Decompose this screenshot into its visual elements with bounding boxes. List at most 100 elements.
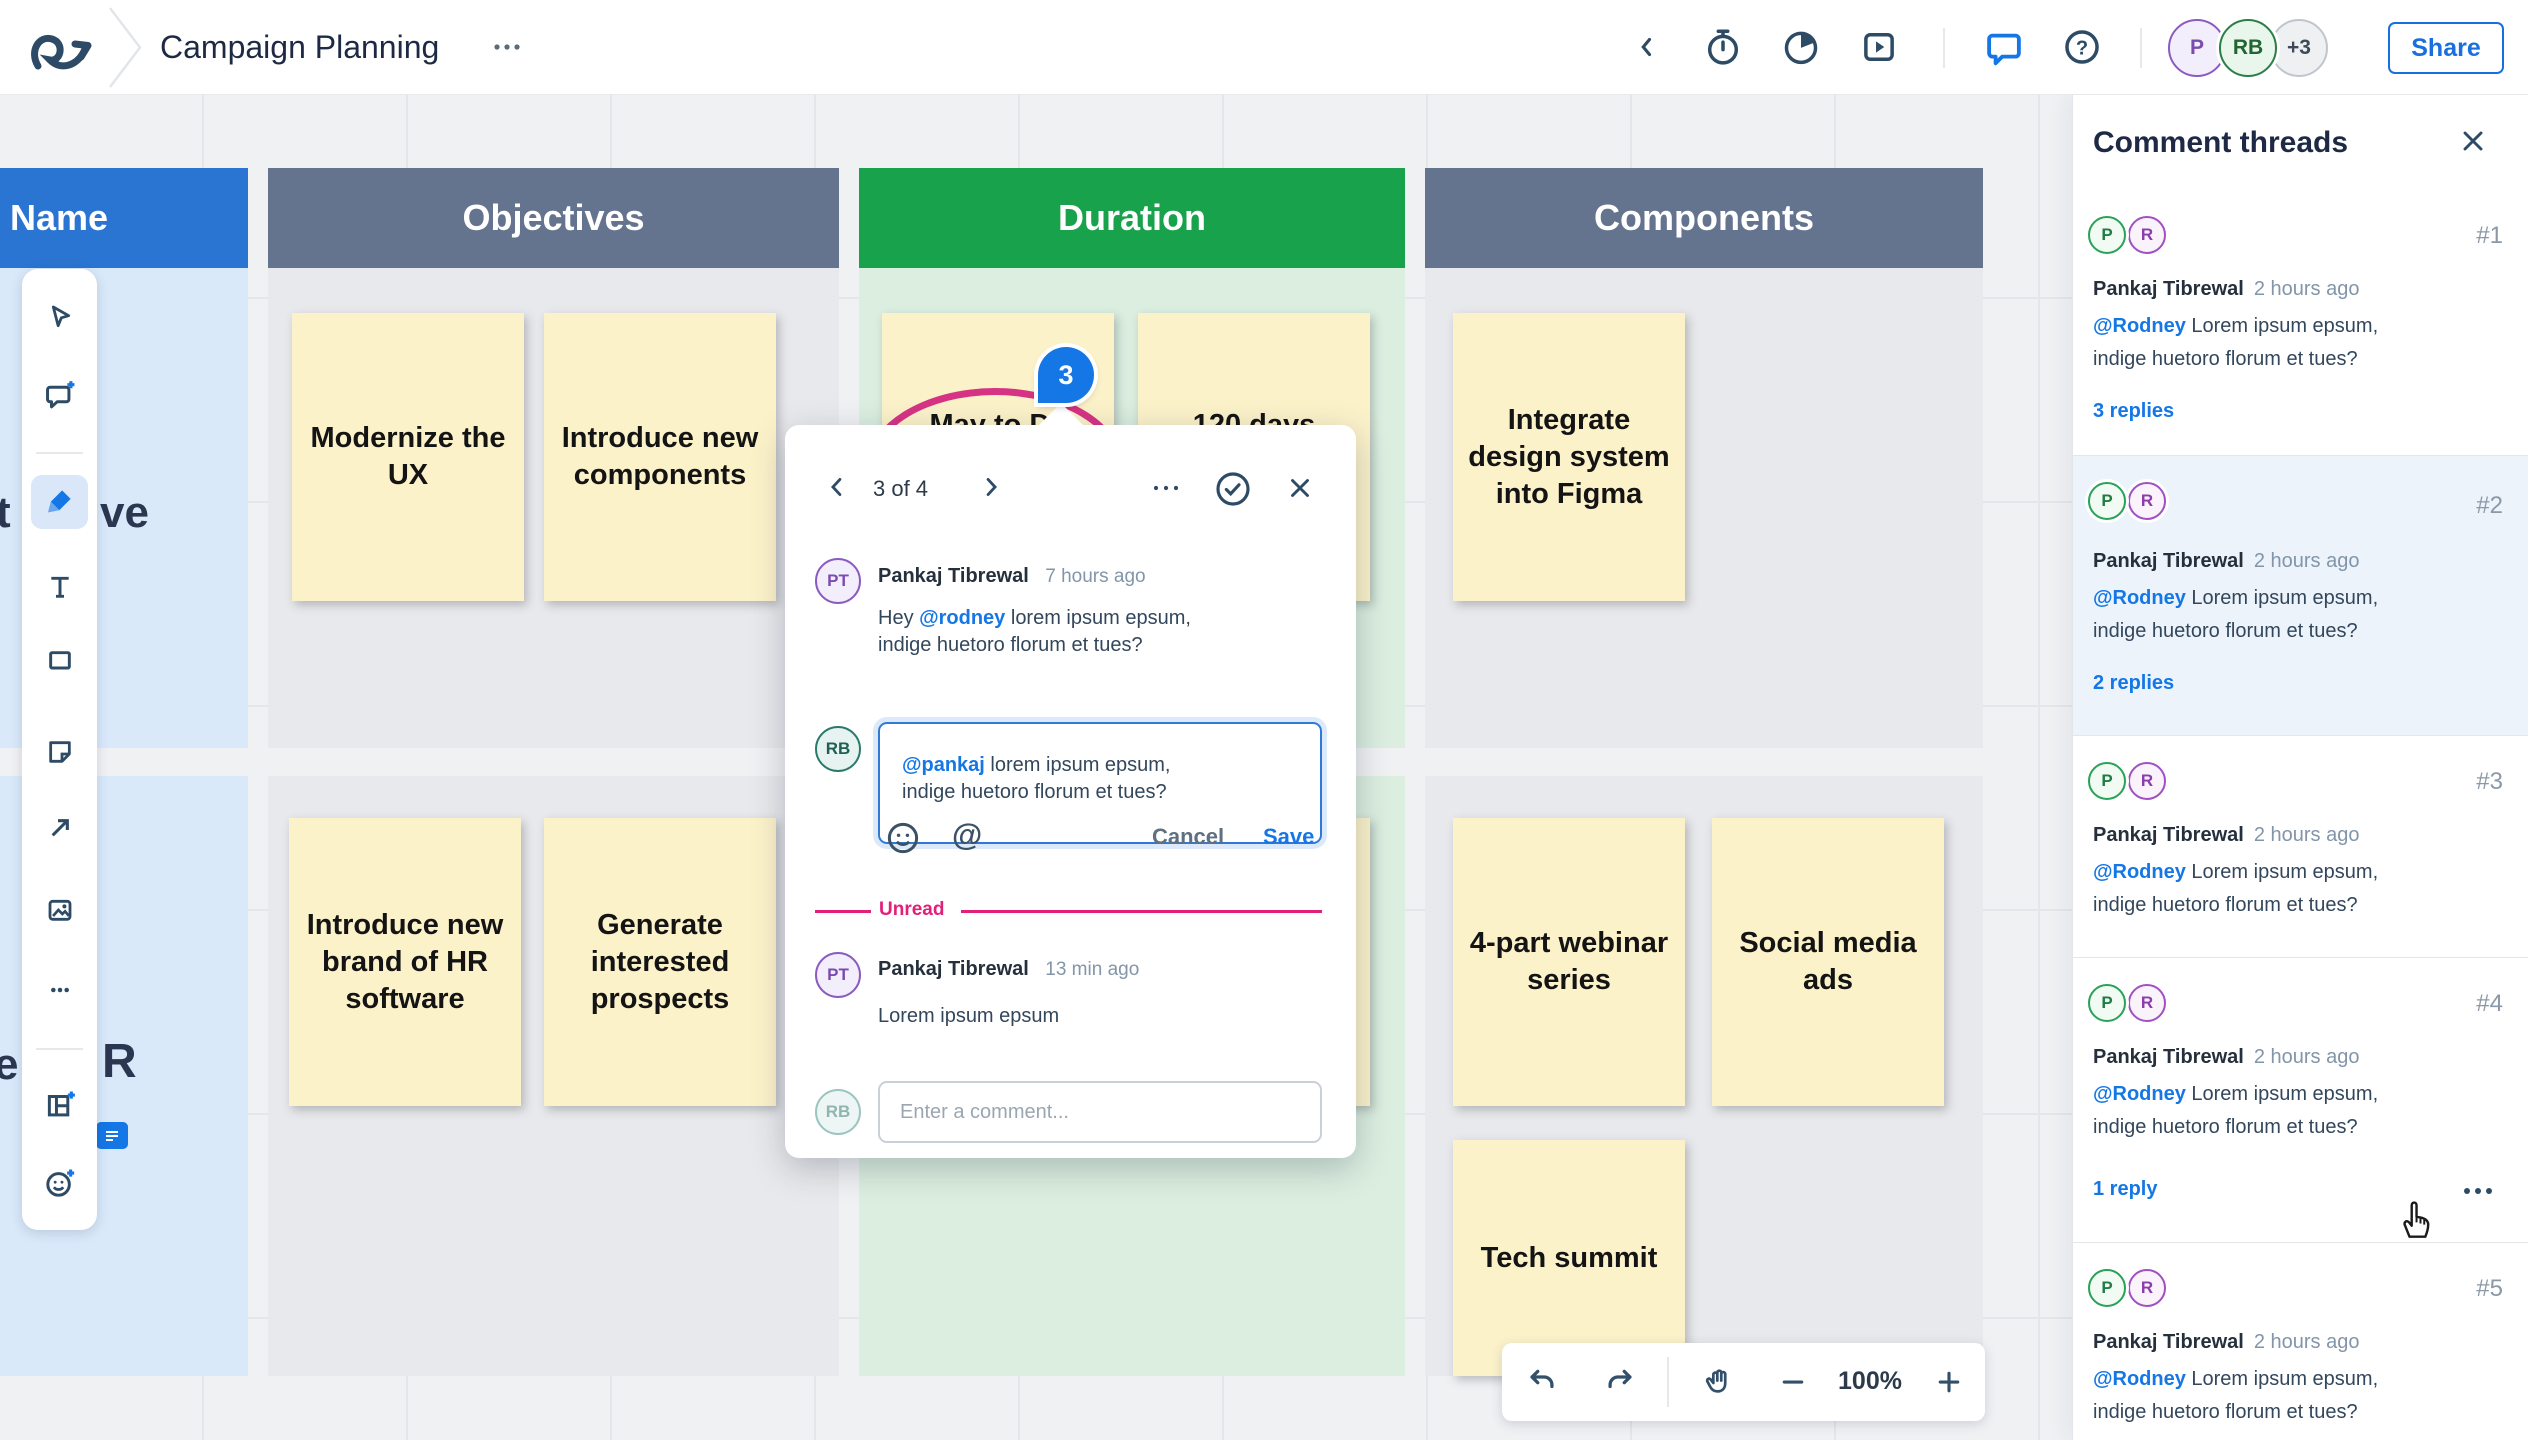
next-thread-button[interactable] bbox=[977, 473, 1005, 501]
add-frame-button[interactable] bbox=[37, 1082, 83, 1128]
more-dots-icon bbox=[2464, 1188, 2492, 1194]
add-comment-tool-button[interactable] bbox=[37, 372, 83, 418]
comments-button[interactable] bbox=[1983, 26, 2025, 68]
pan-tool-button[interactable] bbox=[1702, 1365, 1736, 1399]
sticky-note-icon bbox=[48, 741, 71, 763]
row-label-fragment: t bbox=[0, 488, 11, 537]
thread-time: 2 hours ago bbox=[2253, 824, 2360, 846]
line-tool-button[interactable] bbox=[37, 805, 83, 851]
prev-thread-button[interactable] bbox=[823, 473, 851, 501]
replies-link[interactable]: 2 replies bbox=[2093, 672, 2175, 694]
more-dots-icon bbox=[494, 44, 520, 50]
svg-text:?: ? bbox=[2076, 37, 2088, 59]
page-title[interactable]: Campaign Planning bbox=[160, 29, 440, 65]
close-panel-button[interactable] bbox=[2457, 125, 2489, 157]
cancel-button[interactable]: Cancel bbox=[1152, 824, 1225, 849]
add-reaction-button[interactable] bbox=[37, 1160, 83, 1206]
avatar: P bbox=[2088, 1269, 2126, 1307]
image-tool-button[interactable] bbox=[37, 887, 83, 933]
smart-chip[interactable] bbox=[96, 1122, 128, 1149]
sticky-text: 4-part webinar series bbox=[1469, 927, 1669, 996]
column-header-name[interactable]: Name bbox=[0, 168, 248, 268]
column-label: Name bbox=[10, 197, 109, 238]
sticky-note-tool-button[interactable] bbox=[37, 729, 83, 775]
timer-button[interactable] bbox=[1702, 26, 1744, 68]
avatar: PT bbox=[815, 952, 861, 998]
thread-body: @Rodney Lorem ipsum epsum, indige huetor… bbox=[2093, 1368, 2379, 1423]
more-tools-button[interactable] bbox=[37, 967, 83, 1013]
collaborator-avatar[interactable]: P bbox=[2168, 19, 2226, 77]
help-button[interactable]: ? bbox=[2061, 26, 2103, 68]
text-tool-button[interactable] bbox=[37, 564, 83, 610]
sticky-text: Introduce new brand of HR software bbox=[306, 908, 504, 1015]
thread-menu-button[interactable] bbox=[2461, 1184, 2495, 1198]
redo-icon bbox=[1608, 1369, 1632, 1389]
text-icon bbox=[50, 576, 69, 598]
redo-button[interactable] bbox=[1603, 1365, 1637, 1399]
pen-tool-button[interactable] bbox=[37, 478, 83, 524]
vote-timer-button[interactable] bbox=[1780, 26, 1822, 68]
share-button[interactable]: Share bbox=[2388, 22, 2504, 74]
sticky-note[interactable]: 4-part webinar series bbox=[1453, 818, 1685, 1106]
mention: @Rodney bbox=[2093, 1083, 2186, 1105]
column-header-objectives[interactable]: Objectives bbox=[268, 168, 839, 268]
mention-button[interactable]: @ bbox=[952, 817, 983, 852]
board-menu-button[interactable] bbox=[492, 40, 522, 54]
sticky-text: Introduce new components bbox=[561, 422, 759, 491]
reply-editor[interactable]: @pankaj lorem ipsum epsum, indige huetor… bbox=[878, 722, 1322, 844]
sticky-note[interactable]: Modernize the UX bbox=[292, 313, 524, 601]
header-divider bbox=[2140, 28, 2142, 68]
mention: @Rodney bbox=[2093, 1368, 2186, 1390]
emoji-button[interactable] bbox=[884, 819, 922, 857]
zoom-level[interactable]: 100% bbox=[1838, 1367, 1902, 1395]
chip-glyph-icon bbox=[106, 1130, 118, 1141]
sticky-note[interactable]: Introduce new brand of HR software bbox=[289, 818, 521, 1106]
avatar: R bbox=[2128, 216, 2166, 254]
replies-link[interactable]: 3 replies bbox=[2093, 400, 2175, 422]
comment-pin[interactable]: 3 bbox=[1038, 347, 1094, 403]
app-logo[interactable] bbox=[28, 18, 104, 80]
mention: @pankaj bbox=[902, 754, 985, 776]
collaborator-avatar[interactable]: RB bbox=[2219, 19, 2277, 77]
collaborator-avatar[interactable]: +3 bbox=[2270, 19, 2328, 77]
sticky-note[interactable]: Social media ads bbox=[1712, 818, 1944, 1106]
sticky-note[interactable]: Tech summit bbox=[1453, 1140, 1685, 1376]
present-button[interactable] bbox=[1858, 26, 1900, 68]
zoom-out-button[interactable] bbox=[1778, 1367, 1808, 1397]
replies-link[interactable]: 1 reply bbox=[2093, 1178, 2158, 1200]
column-header-components[interactable]: Components bbox=[1425, 168, 1983, 268]
add-comment-icon bbox=[45, 381, 74, 409]
unread-divider bbox=[815, 910, 871, 913]
collapse-button[interactable] bbox=[1632, 30, 1662, 64]
close-popup-button[interactable] bbox=[1285, 473, 1315, 503]
zoom-in-button[interactable] bbox=[1934, 1367, 1964, 1397]
save-button[interactable]: Save bbox=[1263, 824, 1315, 849]
mention: @Rodney bbox=[2093, 315, 2186, 337]
add-emoji-icon bbox=[45, 1169, 74, 1197]
sticky-note[interactable]: Generate interested prospects bbox=[544, 818, 776, 1106]
resolve-thread-button[interactable] bbox=[1213, 469, 1253, 509]
sticky-note[interactable]: Integrate design system into Figma bbox=[1453, 313, 1685, 601]
comment-input[interactable] bbox=[878, 1081, 1322, 1143]
sticky-note[interactable]: Introduce new components bbox=[544, 313, 776, 601]
thread-body: @Rodney Lorem ipsum epsum, indige huetor… bbox=[2093, 587, 2379, 642]
shape-tool-button[interactable] bbox=[37, 637, 83, 683]
rectangle-icon bbox=[48, 651, 71, 670]
avatar: P bbox=[2088, 984, 2126, 1022]
thread-menu-button[interactable] bbox=[1151, 481, 1181, 495]
popup-caret bbox=[1037, 403, 1085, 427]
thread-number: #2 bbox=[2476, 492, 2503, 519]
play-icon bbox=[1864, 33, 1894, 61]
row-label-fragment: e bbox=[0, 1040, 19, 1089]
plus-icon bbox=[1938, 1371, 1960, 1393]
header-divider bbox=[1943, 28, 1945, 68]
column-header-duration[interactable]: Duration bbox=[859, 168, 1405, 268]
tool-palette bbox=[22, 269, 97, 1230]
select-tool-button[interactable] bbox=[37, 294, 83, 340]
undo-button[interactable] bbox=[1525, 1365, 1559, 1399]
